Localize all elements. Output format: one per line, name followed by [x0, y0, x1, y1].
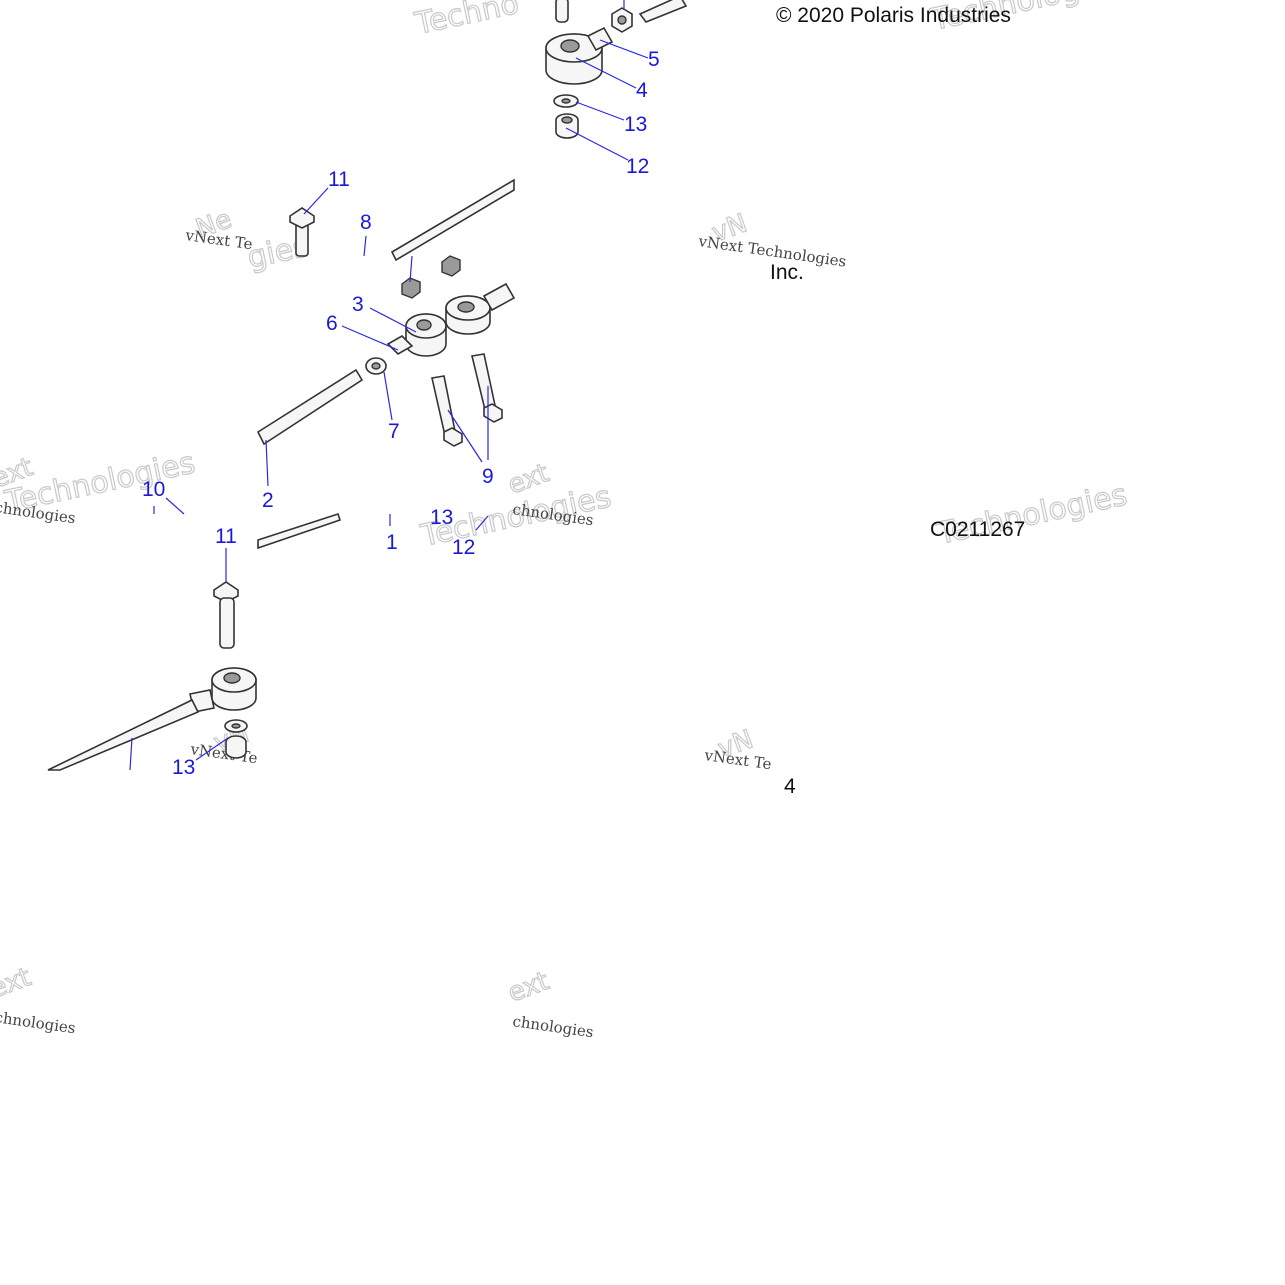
leader-line [575, 57, 637, 89]
flange-nut-hole [561, 116, 573, 124]
leader-line [409, 255, 413, 283]
leader-line [165, 497, 185, 515]
watermark-vnext-small: chnologies [0, 1008, 77, 1037]
callout-3: 3 [352, 293, 364, 316]
bolt-head [289, 207, 315, 229]
watermark-vnext: ext [504, 966, 553, 1008]
leader-line [383, 371, 393, 421]
nut-hole [617, 15, 627, 25]
leader-line [129, 737, 133, 771]
callout-2: 2 [262, 489, 274, 512]
watermark-vnext-small: vNext Te [702, 746, 772, 773]
lock-nut [441, 255, 461, 277]
leader-line [195, 737, 229, 761]
callout-9: 9 [482, 465, 494, 488]
callout-11: 11 [215, 525, 237, 548]
rod-end-bore [223, 672, 241, 684]
bolt-shaft [555, 0, 569, 23]
callout-13: 13 [172, 756, 195, 779]
tie-rod-stub [638, 0, 688, 23]
callout-13: 13 [430, 506, 453, 529]
bolt-head [483, 403, 503, 423]
copyright-suffix: Inc. [770, 261, 804, 284]
leader-line [341, 325, 399, 351]
callout-12: 12 [626, 155, 649, 178]
leader-line [363, 235, 367, 257]
copyright-notice: © 2020 Polaris Industries [776, 4, 1011, 27]
callout-4: 4 [636, 79, 648, 102]
washer-hole [561, 98, 571, 104]
rod-end-bore [457, 301, 475, 313]
tie-rod-lower [257, 512, 342, 550]
hex-nut-hole [371, 362, 381, 370]
tile-lower-left: 11 13 [47, 525, 257, 779]
leader-line [265, 439, 269, 487]
leader-line [447, 409, 483, 463]
watermark-vnext: ext [0, 962, 35, 1004]
leader-line [475, 515, 489, 531]
leader-line [369, 307, 417, 333]
watermark-technologies: Techno [411, 0, 522, 42]
callout-5: 5 [648, 48, 660, 71]
callout-11: 11 [328, 168, 350, 191]
washer-hole [231, 723, 241, 729]
rod-end-bore [560, 39, 580, 53]
flange-nut [225, 735, 247, 759]
tile-middle: 11 8 3 6 7 9 2 10 13 12 1 [142, 168, 516, 559]
drawing-number: C0211267 [930, 518, 1025, 541]
callout-1: 1 [386, 531, 398, 554]
page-fragment: 4 [784, 775, 796, 798]
lock-nut [401, 277, 421, 299]
leader-line [565, 127, 629, 161]
callout-6: 6 [326, 312, 338, 335]
tile-top-right: 5 4 13 12 [545, 0, 688, 178]
callout-8: 8 [360, 211, 372, 234]
jam-nut-threads [586, 26, 614, 52]
jam-nut-threads [482, 282, 516, 312]
leader-line [303, 187, 329, 215]
callout-12: 12 [452, 536, 475, 559]
tie-rod-upper [390, 178, 515, 262]
tie-rod-tube [256, 368, 364, 446]
watermark-vnext-small: chnologies [511, 1012, 594, 1041]
callout-7: 7 [388, 420, 400, 443]
jam-nut [386, 335, 414, 355]
rod-end-bore [416, 319, 432, 331]
watermark-vnext-small: vNext Te [183, 226, 253, 253]
bolt-head [443, 427, 463, 447]
bolt-shaft [219, 597, 235, 649]
drawing-info: © 2020 Polaris Industries Inc. C0211267 … [770, 4, 1025, 798]
tie-rod-tube [47, 698, 200, 771]
callout-10: 10 [142, 478, 165, 501]
callout-13: 13 [624, 113, 647, 136]
leader-line [575, 101, 625, 121]
leader-line [599, 39, 649, 59]
